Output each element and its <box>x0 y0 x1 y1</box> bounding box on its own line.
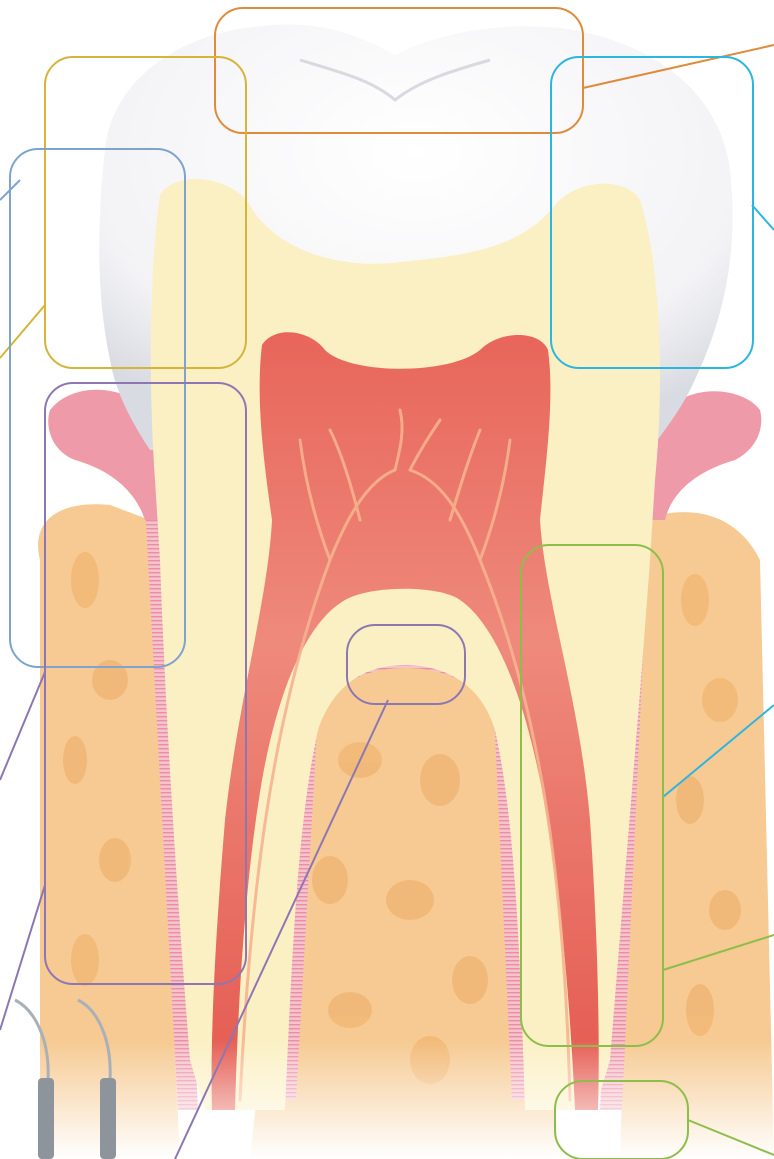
bottom-fade <box>0 1040 774 1159</box>
